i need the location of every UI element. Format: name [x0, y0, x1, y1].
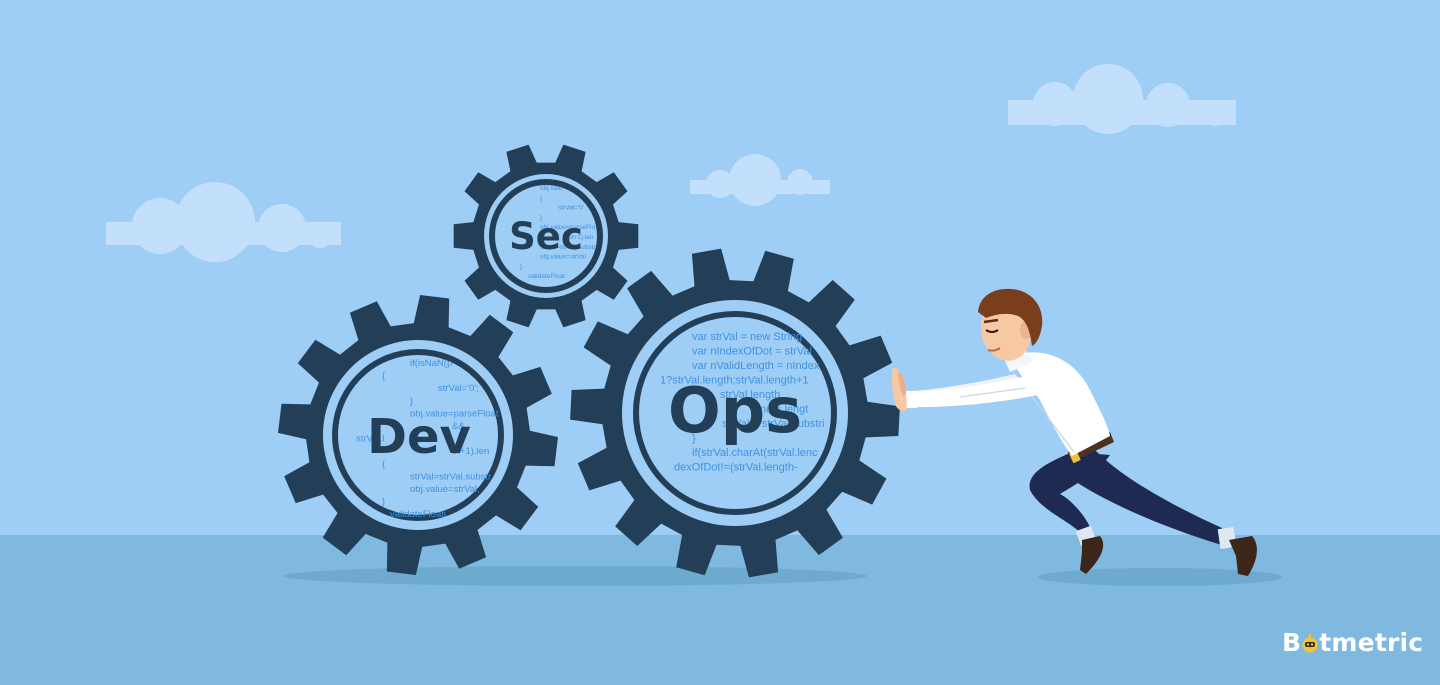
mouth	[987, 347, 1001, 352]
sec-gear-face	[484, 174, 608, 298]
front-arm	[914, 370, 1050, 408]
dev-gear	[278, 295, 558, 575]
dev-code-line: strVal=strVal.substr	[410, 471, 491, 482]
sec-code-line: obj.valu	[540, 185, 563, 192]
person-shadow	[1038, 568, 1282, 586]
ops-code-line: dexOfDot!=(strVal.length-	[674, 462, 798, 474]
dev-code-line: {	[382, 459, 385, 470]
ops-label: Ops	[668, 374, 802, 447]
sec-code-line: }	[540, 214, 543, 221]
dev-code-line: obj.value=strVal;	[410, 484, 480, 495]
ops-code-line: var strVal = new String	[692, 331, 802, 343]
dev-code-line: strVal.l	[356, 434, 384, 445]
sec-code-line: strVal='0'	[558, 205, 584, 212]
back-shoe	[1229, 536, 1257, 576]
dev-gear-inner-ring	[332, 349, 504, 521]
ops-gear-inner-ring	[633, 311, 837, 515]
dev-code-line: &&	[452, 421, 465, 432]
back-leg	[1070, 440, 1232, 548]
dev-code-line: }	[410, 396, 413, 407]
sec-label: Sec	[509, 215, 583, 258]
ops-code-line: if(strVal.charAt(strVal.lenc	[692, 447, 818, 459]
ops-code-line: strVal.length	[720, 389, 780, 401]
ops-gear-face	[622, 300, 848, 526]
cloud-left	[106, 182, 341, 262]
sec-code-line: obj.value=strVal	[540, 254, 587, 261]
dev-gear-face	[323, 340, 513, 530]
sec-code-line: validateFloat	[528, 273, 565, 280]
sec-code-line: {	[540, 195, 543, 202]
ground	[0, 535, 1440, 685]
dev-code-line: obj.value=parseFloat	[410, 408, 499, 419]
sec-code-line: obj.value=parseFlo	[540, 224, 595, 231]
torso-shirt	[1012, 352, 1110, 456]
cloud-middle	[690, 154, 830, 206]
gear-shadow	[283, 566, 867, 586]
ops-code-line: var nValidLength = nIndex	[692, 360, 820, 372]
cuff	[905, 391, 917, 408]
sec-code-line: }	[520, 263, 523, 270]
ops-code-line: }	[692, 433, 696, 445]
brand-name-end: tmetric	[1319, 628, 1424, 657]
dev-code-text: if(isNaN(p{strVal='0';}obj.value=parseFl…	[356, 358, 499, 520]
dev-code-line: }	[382, 497, 385, 508]
dev-code-line: strVal='0';	[438, 383, 479, 394]
brand-name-start: B	[1282, 628, 1302, 657]
dev-code-line: ot+1).len	[452, 446, 489, 457]
sec-code-line: ot+1).len	[568, 234, 594, 241]
front-leg	[1029, 452, 1110, 540]
sec-gear	[453, 144, 639, 328]
bot-head-icon	[1302, 633, 1318, 653]
front-shoe	[1080, 536, 1104, 574]
arm-fold	[959, 387, 1026, 398]
hair	[978, 288, 1043, 346]
sec-code-text: obj.valu { strVal='0'} obj.value=parseFlo ot…	[520, 185, 596, 280]
cloud-right	[1008, 64, 1236, 134]
businessman-figure	[891, 288, 1257, 576]
sec-code-line: strVal=strVal.substr	[540, 244, 596, 251]
ops-code-line: num lengt	[760, 404, 808, 416]
ops-code-line: 1?strVal.length;strVal.length+1	[660, 375, 809, 387]
ops-code-line: strVal = strVal.substri	[722, 418, 825, 430]
dev-code-line: if(isNaN(p	[410, 358, 452, 369]
hand-back	[898, 372, 906, 396]
dev-code-line: validateFloati	[390, 509, 446, 520]
sec-gear-inner-ring	[489, 179, 603, 293]
eye-closed	[985, 329, 999, 333]
ops-gear	[570, 248, 900, 578]
dev-label: Dev	[367, 409, 471, 465]
ops-code-text: var strVal = new String var nIndexOfDot =…	[660, 331, 825, 474]
eyebrow	[983, 318, 999, 324]
dev-code-line: {	[382, 371, 385, 382]
ops-code-line: var nIndexOfDot = strVal	[692, 346, 812, 358]
